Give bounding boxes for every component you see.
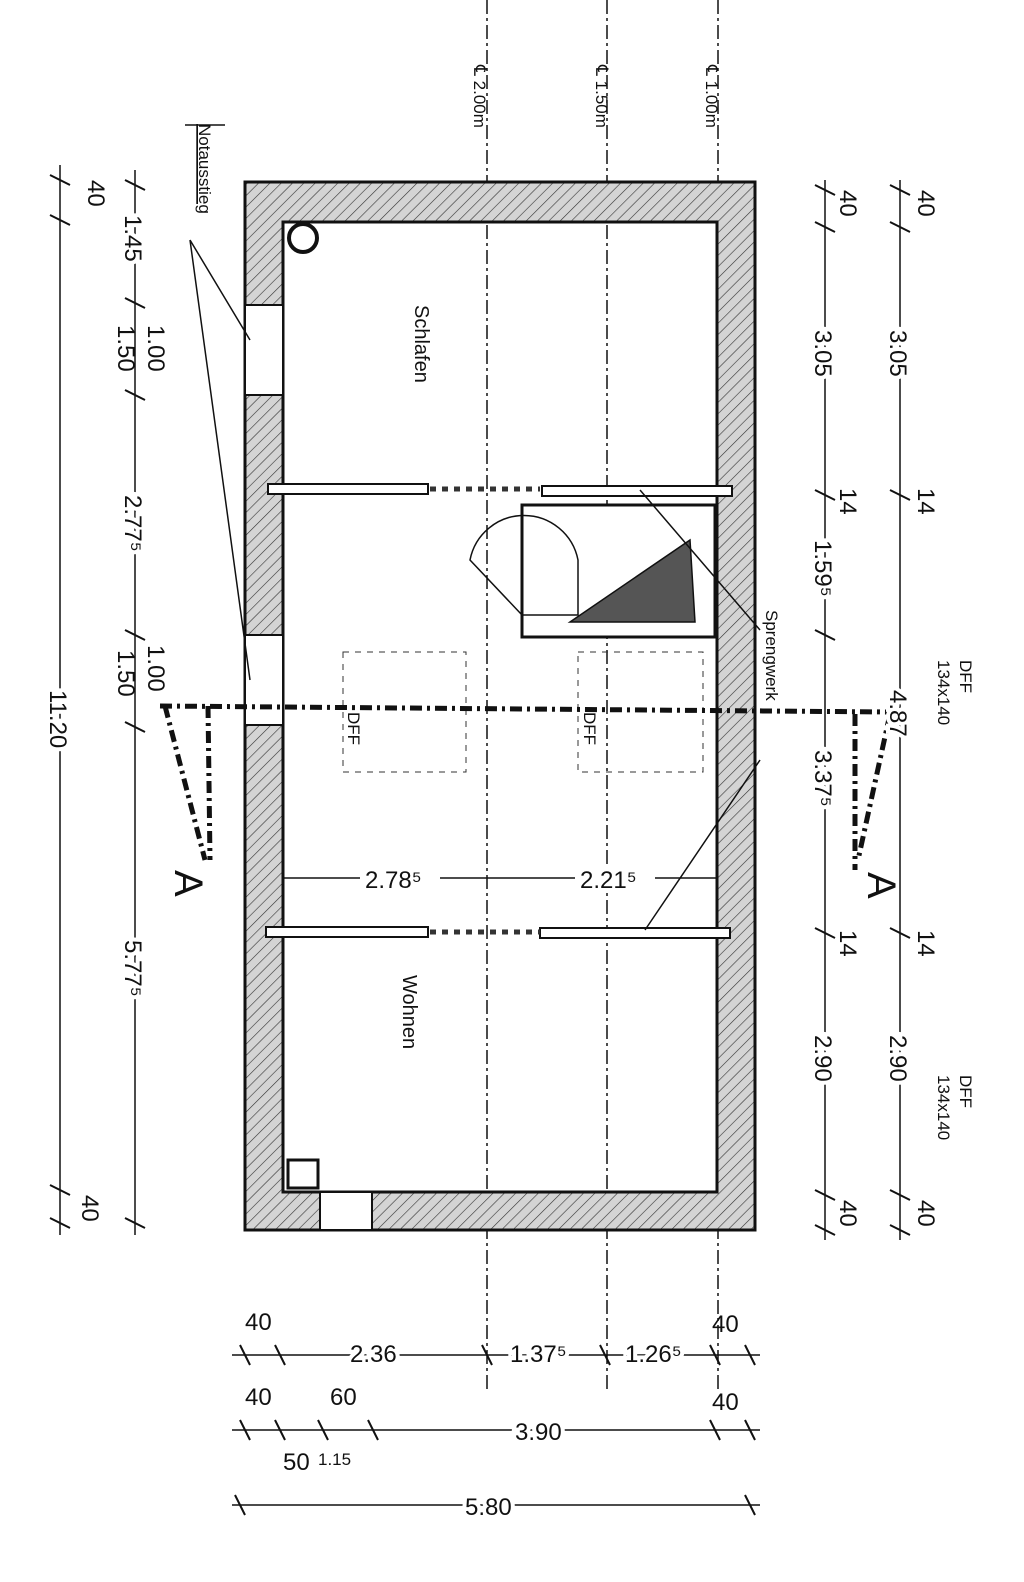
dimension-label: 2.21⁵ — [580, 867, 637, 894]
dimension-label: 1.50 — [112, 325, 139, 372]
sprengwerk-label: Sprengwerk — [762, 610, 781, 701]
dimension-label: 40 — [712, 1311, 739, 1338]
dimension-label: DFF — [956, 660, 975, 693]
bottom-dimensions: 40 2.36 1.37⁵ 1.26⁵ 40 40 60 3.90 40 50 … — [232, 1309, 760, 1525]
centerline-label: ℄ 1.50m — [592, 64, 611, 128]
spiral-stair — [469, 503, 717, 639]
dimension-label: 40 — [245, 1309, 272, 1336]
right-dimensions: 40 3.05 14 1.59⁵ 3.37⁵ 14 2.90 40 40 3.0… — [805, 180, 939, 1240]
window — [244, 304, 284, 396]
dimension-label: 3.37⁵ — [809, 750, 836, 807]
dimension-label: DFF — [956, 1075, 975, 1108]
exterior-walls — [243, 180, 757, 1232]
dimension-label: 2.90 — [809, 1035, 836, 1082]
window — [244, 634, 284, 726]
dimension-label: 2.90 — [884, 1035, 911, 1082]
centerline-label: ℄ 2.00m — [470, 64, 489, 128]
dimension-label: 40 — [245, 1384, 272, 1411]
dimension-label: 3.05 — [809, 330, 836, 377]
skylight-label: DFF — [344, 712, 363, 745]
dimension-label: 14 — [912, 488, 939, 515]
dimension-label: 134x140 — [934, 1075, 953, 1140]
partitions — [265, 483, 733, 939]
dimension-label: 14 — [834, 488, 861, 515]
dimension-label: 134x140 — [934, 660, 953, 725]
dimension-label: 1.59⁵ — [809, 540, 836, 597]
dimension-label: 40 — [912, 190, 939, 217]
dimension-label: 40 — [912, 1200, 939, 1227]
dimension-label: 40 — [834, 190, 861, 217]
dimension-label: 1.00 — [142, 645, 169, 692]
dimension-label: 40 — [834, 1200, 861, 1227]
dimension-label: 60 — [330, 1384, 357, 1411]
skylight-spec: DFF 134x140 DFF 134x140 — [934, 660, 975, 1140]
left-dimensions: 40 11.20 40 1.45 1.00 1.50 2.77⁵ 1.00 1.… — [40, 165, 169, 1235]
dimension-ticks — [49, 174, 911, 1516]
dimension-label: 40 — [82, 180, 109, 207]
section-mark: A — [166, 870, 210, 897]
dimension-label: 5.77⁵ — [119, 940, 146, 997]
room-label-schlafen: Schlafen — [410, 305, 432, 383]
dimension-label: 50 — [283, 1449, 310, 1476]
section-mark: A — [859, 872, 903, 899]
skylight-label: DFF — [580, 712, 599, 745]
dimension-label: 4.87 — [884, 690, 911, 737]
dimension-label: 14 — [834, 930, 861, 957]
dimension-label: 14 — [912, 930, 939, 957]
dimension-label: 1.00 — [142, 325, 169, 372]
skylights: DFF DFF — [342, 651, 704, 773]
dimension-label: 2.77⁵ — [119, 495, 146, 552]
dimension-label: 40 — [712, 1389, 739, 1416]
section-line: A A — [159, 703, 903, 899]
dimension-label: 3.90 — [515, 1419, 562, 1446]
vent-icon — [286, 1158, 320, 1190]
dimension-label: 1.50 — [112, 650, 139, 697]
dimension-label: 1.37⁵ — [510, 1341, 567, 1368]
dimension-label: 3.05 — [884, 330, 911, 377]
dimension-label: 2.78⁵ — [365, 867, 422, 894]
dimension-label: 11.20 — [44, 690, 71, 748]
door — [319, 1191, 373, 1231]
dimension-label: 2.36 — [350, 1341, 397, 1368]
dimension-label: 5.80 — [465, 1494, 512, 1521]
dimension-label: 40 — [76, 1195, 103, 1222]
dimension-label: 1.45 — [119, 215, 146, 262]
centerline-label: ℄ 1.00m — [702, 64, 721, 128]
room-label-wohnen: Wohnen — [398, 975, 420, 1049]
dimension-label: 1.15 — [318, 1450, 351, 1469]
dimension-label: 1.26⁵ — [625, 1341, 682, 1368]
chimney-icon — [287, 222, 319, 254]
notausstieg-label: Notausstieg — [195, 124, 214, 214]
